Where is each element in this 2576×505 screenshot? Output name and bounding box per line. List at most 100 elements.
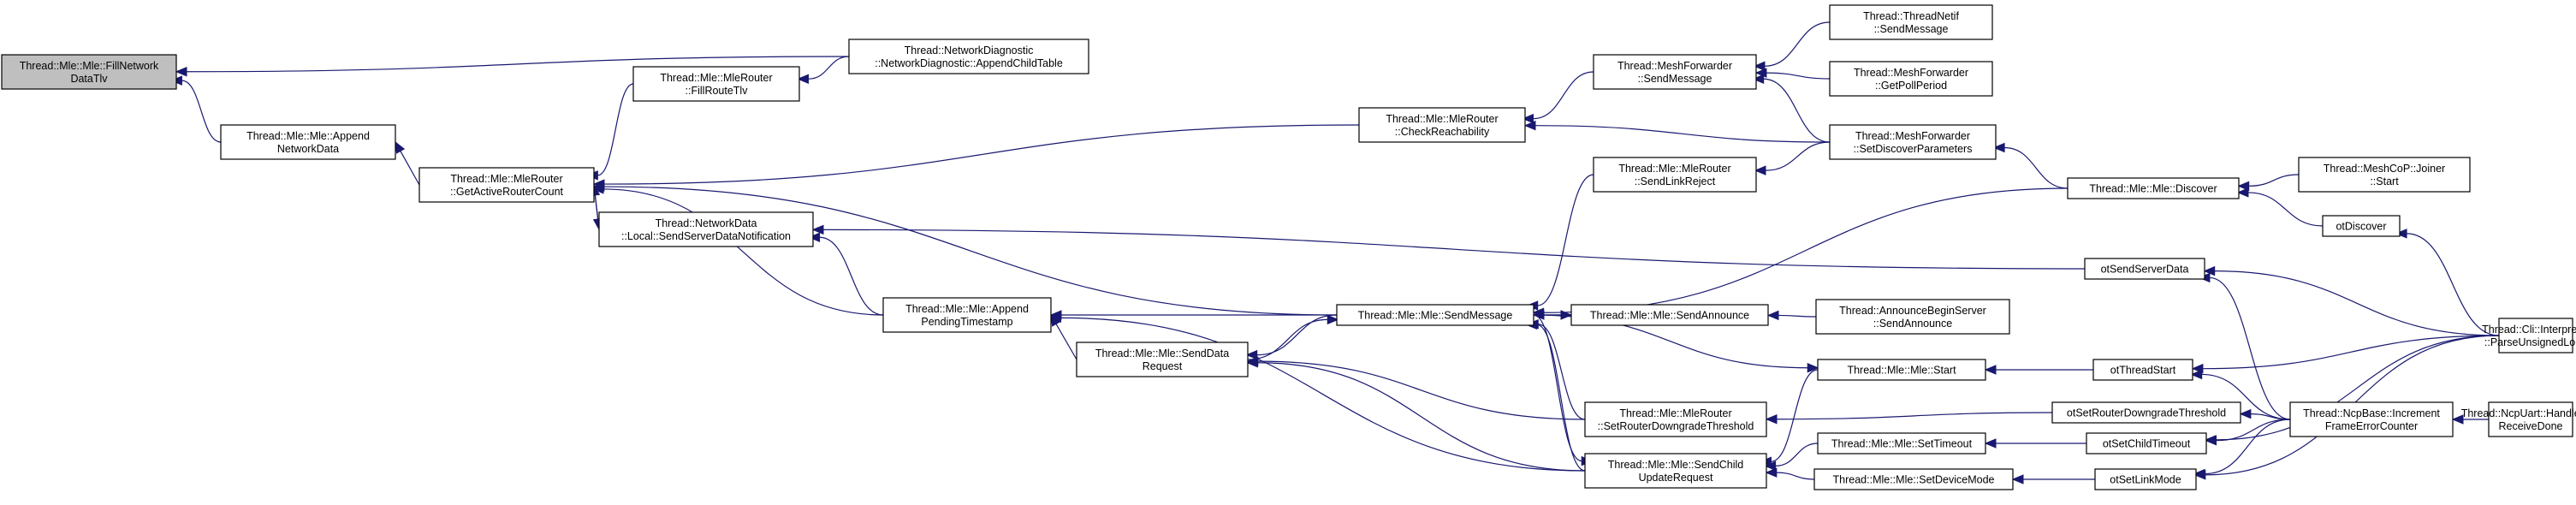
edge-line xyxy=(1533,314,1582,462)
graph-node[interactable]: Thread::Mle::MleRouter::SetRouterDowngra… xyxy=(1584,401,1767,437)
graph-node[interactable]: Thread::Mle::Mle::SendAnnounce xyxy=(1570,304,1769,326)
node-label: Thread::ThreadNetif xyxy=(1863,10,1959,22)
graph-edge xyxy=(1765,412,2053,425)
graph-node[interactable]: Thread::MeshForwarder::GetPollPeriod xyxy=(1829,61,1993,97)
graph-node[interactable]: Thread::ThreadNetif::SendMessage xyxy=(1829,4,1993,40)
graph-node[interactable]: otSetLinkMode xyxy=(2094,468,2197,490)
node-label: Thread::Mle::MleRouter xyxy=(1386,113,1498,125)
edge-line xyxy=(2205,419,2291,475)
graph-node[interactable]: Thread::NcpBase::IncrementFrameErrorCoun… xyxy=(2289,401,2454,437)
node-box xyxy=(632,66,800,102)
graph-node[interactable]: Thread::NetworkData::Local::SendServerDa… xyxy=(598,211,814,247)
graph-edge xyxy=(2237,174,2300,192)
edge-line xyxy=(822,229,2086,270)
graph-node[interactable]: Thread::Mle::Mle::Start xyxy=(1817,359,1986,381)
edge-line xyxy=(2216,335,2500,441)
graph-node[interactable]: Thread::AnnounceBeginServer::SendAnnounc… xyxy=(1815,299,2010,335)
arrowhead xyxy=(1765,467,1778,478)
graph-edge xyxy=(1754,141,1831,175)
graph-edge xyxy=(1247,314,1339,360)
graph-edge xyxy=(1522,71,1594,124)
graph-edge xyxy=(1766,310,1817,321)
node-box xyxy=(1817,359,1986,381)
node-label: Thread::Mle::Mle::Append xyxy=(905,303,1029,315)
graph-node[interactable]: Thread::MeshForwarder::SetDiscoverParame… xyxy=(1829,124,1997,160)
node-label: ::SendMessage xyxy=(1638,73,1712,85)
graph-node[interactable]: Thread::Cli::Interpreter::ParseUnsignedL… xyxy=(2482,318,2576,354)
graph-node[interactable]: Thread::Mle::Mle::SendMessage xyxy=(1336,304,1534,326)
arrowhead xyxy=(2204,435,2217,445)
graph-edge xyxy=(1764,443,1819,472)
arrowhead xyxy=(2203,265,2216,276)
node-box xyxy=(598,211,814,247)
graph-node[interactable]: Thread::Mle::Mle::SetDeviceMode xyxy=(1813,468,2014,490)
graph-edge xyxy=(2193,419,2291,479)
node-box xyxy=(1593,157,1757,193)
node-label: Thread::Mle::MleRouter xyxy=(1619,407,1731,419)
graph-node[interactable]: Thread::Mle::Mle::SetTimeout xyxy=(1817,432,1986,454)
edge-line xyxy=(2247,192,2324,227)
node-box xyxy=(1829,61,1993,97)
node-box xyxy=(1336,304,1534,326)
node-label: DataTlv xyxy=(70,73,108,85)
edge-line xyxy=(1778,314,1817,318)
node-label: otSendServerData xyxy=(2101,264,2189,276)
edge-line xyxy=(2209,276,2291,420)
node-label: UpdateRequest xyxy=(1639,472,1713,484)
node-label: ::FillRouteTlv xyxy=(686,85,749,97)
node-label: ::NetworkDiagnostic::AppendChildTable xyxy=(875,57,1063,69)
arrowhead xyxy=(1984,438,1997,449)
graph-node[interactable]: otSetRouterDowngradeThreshold xyxy=(2051,401,2241,424)
graph-node[interactable]: otThreadStart xyxy=(2092,359,2193,381)
arrowhead xyxy=(811,224,824,235)
graph-node[interactable]: Thread::NcpUart::HandleUartReceiveDone xyxy=(2461,401,2576,437)
graph-node[interactable]: Thread::Mle::MleRouter::FillRouteTlv xyxy=(632,66,800,102)
arrowhead xyxy=(2395,229,2407,239)
graph-node[interactable]: otDiscover xyxy=(2322,215,2401,237)
node-box xyxy=(2092,359,2193,381)
graph-node[interactable]: Thread::MeshCoP::Joiner::Start xyxy=(2298,157,2471,193)
graph-node[interactable]: otSetChildTimeout xyxy=(2086,432,2207,454)
node-box xyxy=(220,124,396,160)
graph-node[interactable]: Thread::Mle::MleRouter::CheckReachabilit… xyxy=(1358,107,1526,143)
node-label: Thread::NetworkData xyxy=(656,217,757,229)
graph-edge xyxy=(591,184,884,316)
arrowhead xyxy=(1522,113,1534,124)
arrowhead xyxy=(1327,314,1339,325)
node-label: ::Start xyxy=(2370,175,2399,187)
graph-node[interactable]: Thread::Mle::MleRouter::GetActiveRouterC… xyxy=(418,167,595,203)
graph-edge xyxy=(2204,335,2500,445)
graph-node[interactable]: Thread::Mle::Mle::Discover xyxy=(2067,177,2240,199)
node-box xyxy=(1817,432,1986,454)
node-label: PendingTimestamp xyxy=(921,316,1012,328)
edge-line xyxy=(603,124,1360,185)
graph-edge xyxy=(586,83,634,181)
node-box xyxy=(2051,401,2241,424)
graph-node[interactable]: Thread::Mle::MleRouter::SendLinkReject xyxy=(1593,157,1757,193)
edge-line xyxy=(2214,270,2500,336)
node-box xyxy=(2086,432,2207,454)
graph-node[interactable]: Thread::MeshForwarder::SendMessage xyxy=(1593,54,1757,90)
graph-node[interactable]: otSendServerData xyxy=(2084,258,2205,280)
arrowhead xyxy=(1807,362,1819,373)
node-label: ::Local::SendServerDataNotification xyxy=(621,230,791,242)
edge-line xyxy=(1533,71,1594,120)
graph-edge xyxy=(1984,365,2093,375)
arrowhead xyxy=(2239,408,2252,419)
edge-line xyxy=(1538,324,1586,420)
node-box xyxy=(882,297,1052,333)
edge-line xyxy=(1060,317,1586,472)
graph-edge xyxy=(1245,314,1338,360)
arrowhead xyxy=(1754,165,1766,175)
graph-edge xyxy=(1992,142,2069,189)
graph-node[interactable]: Thread::NetworkDiagnostic::NetworkDiagno… xyxy=(848,39,1089,74)
node-label: Thread::MeshForwarder xyxy=(1855,130,1970,142)
node-box xyxy=(1358,107,1526,143)
node-label: Thread::MeshForwarder xyxy=(1854,67,1968,79)
edge-line xyxy=(1776,412,2053,420)
